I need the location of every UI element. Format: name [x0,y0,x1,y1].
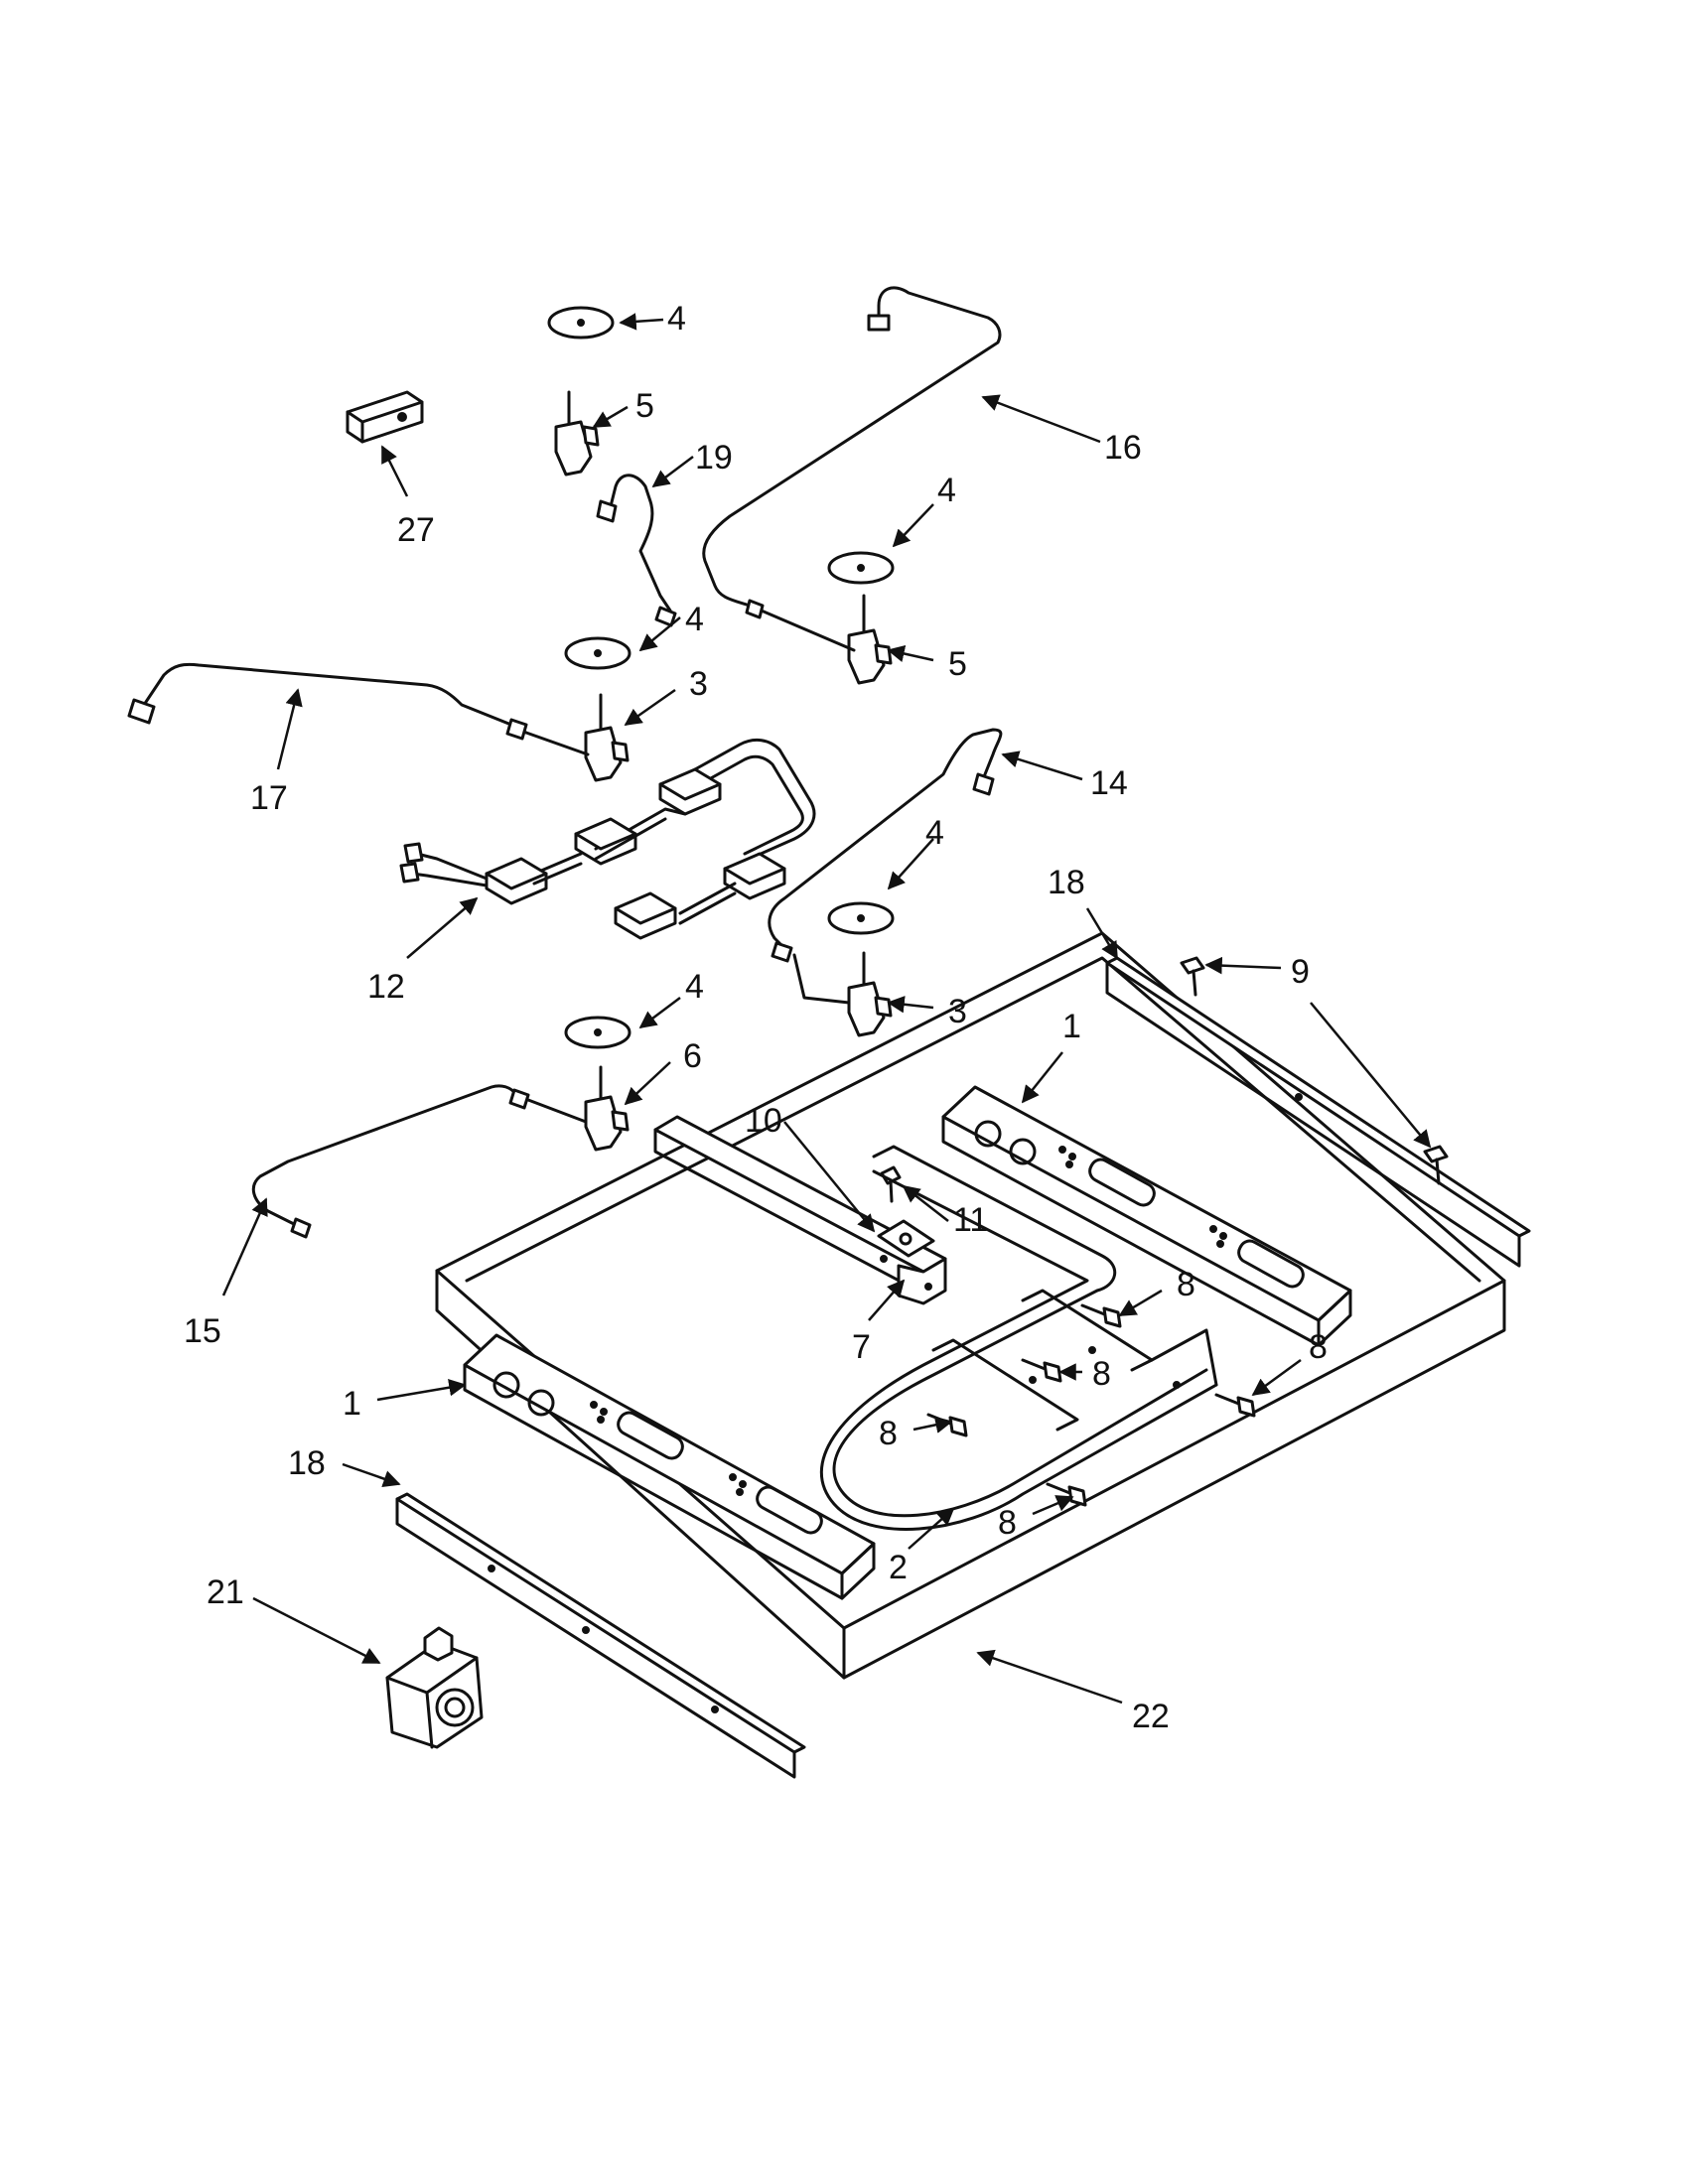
callout-16: 16 [1104,429,1142,467]
callout-4: 4 [937,472,956,509]
burner-support-bracket-rear [941,1085,1352,1347]
callout-12: 12 [367,968,405,1006]
burner-valve-3a [584,693,630,782]
callout-27: 27 [397,511,435,549]
callout-8: 8 [998,1504,1017,1542]
callout-4: 4 [925,814,944,852]
bolt-8-c [1214,1393,1256,1418]
side-trim-strip-front [395,1492,806,1779]
screw-9-left [1180,956,1205,997]
callout-6: 6 [683,1037,702,1075]
callout-labels: 4 5 16 27 19 4 5 4 3 17 14 4 12 18 9 3 1… [184,300,1328,1735]
callout-14: 14 [1090,764,1128,802]
callout-11: 11 [953,1201,988,1239]
burner-support-bracket-front [463,1333,876,1600]
callout-4: 4 [667,300,686,338]
pressure-regulator [385,1626,484,1749]
side-trim-strip-rear [1105,956,1531,1268]
callout-9: 9 [1291,953,1310,991]
burner-valve-5b [847,594,893,685]
valve-washer-4e [564,1016,632,1049]
callout-10: 10 [745,1102,782,1140]
callout-5: 5 [948,645,967,683]
gas-tube-17 [127,662,590,756]
gas-tube-14 [768,728,1003,1005]
valve-washer-4d [827,901,895,935]
callout-18: 18 [288,1444,326,1482]
callout-5: 5 [635,387,654,425]
callout-3: 3 [689,665,708,703]
callout-1: 1 [343,1385,361,1423]
bolt-8-a [1080,1303,1122,1328]
screw-9-right [1423,1145,1449,1185]
spark-switch [346,390,424,444]
gas-tube-15 [251,1084,588,1239]
callout-19: 19 [695,439,733,477]
burner-valve-5a [554,390,600,477]
callout-8: 8 [1309,1328,1328,1366]
callout-8: 8 [1092,1355,1111,1393]
gas-tube-19 [596,474,677,627]
callout-3: 3 [948,993,967,1030]
callout-2: 2 [889,1549,908,1586]
ignition-harness [399,738,816,940]
callout-18: 18 [1048,864,1085,901]
gas-tube-16 [702,286,1002,652]
callout-15: 15 [184,1312,221,1350]
callout-1: 1 [1062,1008,1081,1045]
callout-4: 4 [685,601,704,638]
center-burner-bracket [653,1115,947,1305]
leader-lines [221,313,1432,1705]
burner-valve-6 [584,1065,630,1152]
callout-22: 22 [1132,1698,1170,1735]
callout-17: 17 [250,779,288,817]
callout-7: 7 [852,1328,871,1366]
callout-21: 21 [207,1573,244,1611]
valve-washer-4b [827,551,895,585]
valve-washer-4c [564,636,632,670]
bolt-8-b [1021,1358,1062,1383]
callout-8: 8 [879,1415,898,1452]
bracket-10 [877,1219,935,1258]
valve-washer-4a [547,306,615,340]
callout-8: 8 [1177,1266,1195,1303]
callout-4: 4 [685,968,704,1006]
burner-valve-3b [847,951,893,1037]
